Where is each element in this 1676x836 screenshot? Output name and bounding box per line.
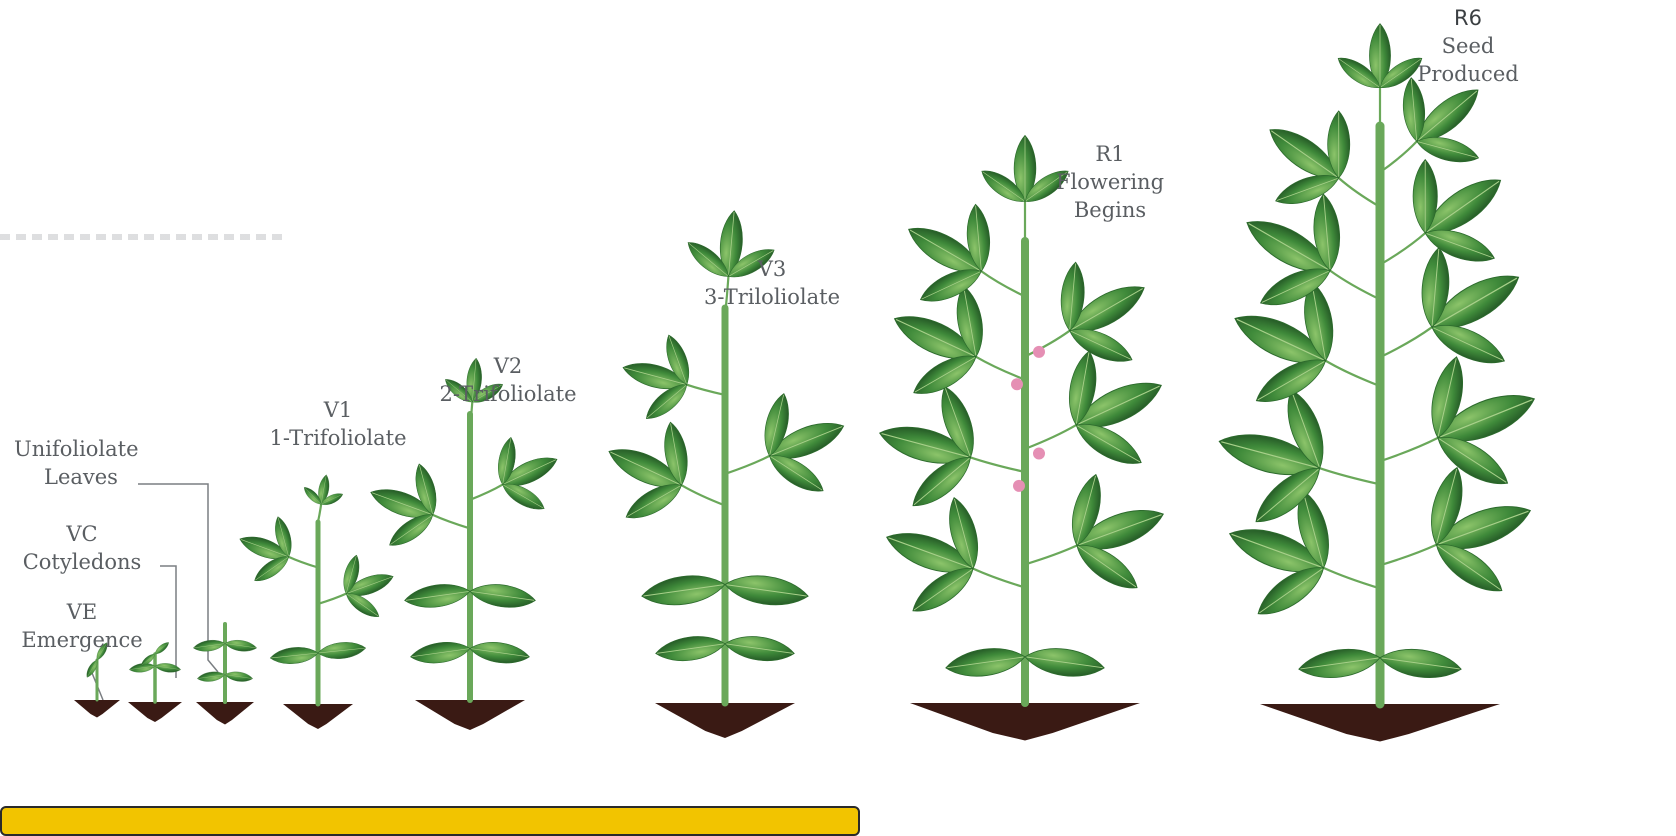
stem	[1330, 271, 1380, 300]
stage-name-r1-line1: Flowering	[1030, 168, 1190, 196]
caption-banner	[0, 806, 860, 836]
leaf	[944, 644, 1027, 681]
stem	[1380, 438, 1438, 461]
stage-label-v1: V1 1-Trifoliolate	[258, 396, 418, 452]
stage-name-v1: 1-Trifoliolate	[258, 424, 418, 452]
stem	[1025, 425, 1076, 449]
soil-mound	[655, 703, 795, 738]
leaf	[193, 638, 226, 653]
stem	[1380, 327, 1432, 357]
leaf	[224, 638, 257, 653]
soil-mound	[1260, 704, 1500, 742]
leaf	[469, 639, 531, 667]
soil-mound	[128, 702, 182, 722]
stem	[433, 515, 470, 529]
stem	[289, 557, 318, 568]
soil-mound	[415, 700, 525, 730]
faded-text-fragment	[0, 234, 285, 240]
stage-code-v1: V1	[258, 396, 418, 424]
plant-r1	[876, 135, 1169, 740]
stage-label-ve: VE Emergence	[12, 598, 152, 654]
leaf	[468, 581, 536, 612]
stage-label-r6: R6 Seed Produced	[1388, 4, 1548, 88]
stage-name-r6-line2: Produced	[1388, 60, 1548, 88]
plant-unifoliolate	[193, 624, 258, 725]
stage-code-vc: VC	[12, 520, 152, 548]
stem	[687, 385, 725, 395]
stem	[1320, 468, 1380, 484]
stage-label-v2: V2 2-Trifoliolate	[418, 352, 598, 408]
stage-label-r1: R1 Flowering Begins	[1030, 140, 1190, 224]
leaf	[654, 632, 727, 665]
stage-code-r6: R6	[1388, 4, 1548, 32]
stage-code-v2: V2	[418, 352, 598, 380]
stem	[681, 485, 725, 505]
leaf	[153, 640, 171, 656]
stem	[1324, 568, 1380, 589]
leaf	[409, 639, 471, 667]
leaf	[317, 640, 366, 661]
soil-mound	[910, 703, 1140, 741]
stem	[973, 569, 1025, 588]
stem	[1025, 546, 1077, 565]
leader-cotyledons	[160, 566, 176, 678]
stage-code-ve: VE	[12, 598, 152, 626]
plant-v1	[237, 474, 396, 729]
stage-code-r1: R1	[1030, 140, 1190, 168]
stem	[318, 504, 321, 522]
stage-name-r6-line1: Seed	[1388, 32, 1548, 60]
soil-mound	[74, 700, 120, 718]
stem	[971, 457, 1025, 472]
leaf	[154, 662, 181, 674]
stage-name-vc: Cotyledons	[12, 548, 152, 576]
soil-mound	[283, 704, 353, 729]
flower	[1033, 448, 1045, 460]
stage-label-unifoliolate: Unifoliolate Leaves	[14, 435, 139, 491]
stem	[725, 456, 770, 474]
stem	[1380, 545, 1436, 566]
leaf	[640, 571, 727, 610]
soil-mound	[196, 702, 254, 725]
stem	[318, 594, 346, 604]
leaf	[1023, 644, 1106, 681]
plant-r6	[1215, 24, 1541, 742]
stem	[1380, 141, 1417, 172]
leaf	[197, 670, 226, 683]
stage-label-vc: VC Cotyledons	[12, 520, 152, 576]
leaf	[403, 581, 471, 612]
stem	[1380, 233, 1425, 265]
leaf	[269, 645, 318, 666]
leaf	[1378, 644, 1463, 682]
plants-group	[74, 24, 1541, 742]
stem	[470, 485, 503, 500]
flower	[1011, 378, 1023, 390]
stage-code-v3: V3	[682, 255, 862, 283]
stem	[976, 357, 1025, 380]
leaf	[1297, 644, 1382, 682]
stage-name-r1-line2: Begins	[1030, 196, 1190, 224]
leaf	[224, 670, 253, 683]
stem	[1025, 331, 1070, 357]
stem	[1326, 361, 1380, 386]
flower	[1033, 346, 1045, 358]
stem	[981, 271, 1025, 296]
soybean-growth-stages-illustration	[0, 0, 1676, 812]
stage-name-v3: 3-Triloliolate	[682, 283, 862, 311]
leaf	[723, 632, 796, 665]
stem	[1339, 178, 1380, 207]
stage-label-v3: V3 3-Triloliolate	[682, 255, 862, 311]
leaf	[723, 571, 810, 610]
flower	[1013, 480, 1025, 492]
stage-name-v2: 2-Trifoliolate	[418, 380, 598, 408]
stage-name-ve: Emergence	[12, 626, 152, 654]
